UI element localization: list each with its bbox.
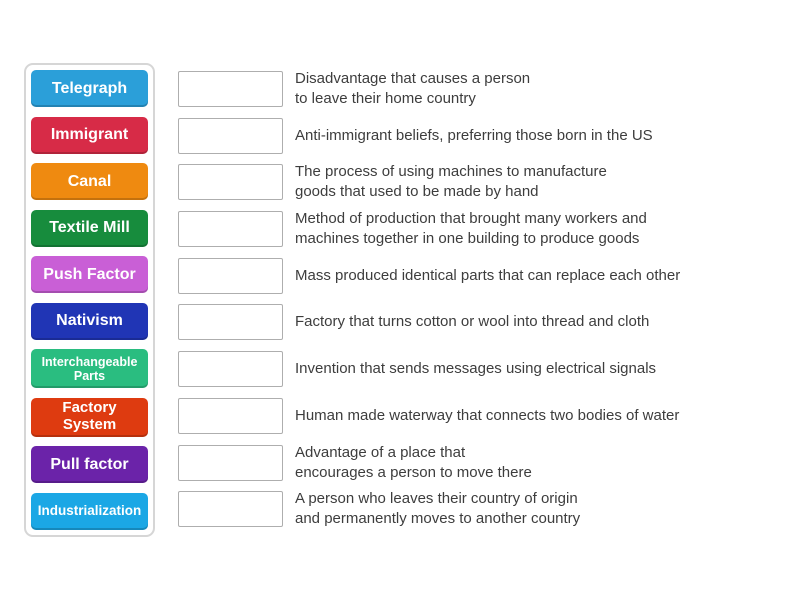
definition-text: Disadvantage that causes a person to lea… xyxy=(295,70,531,107)
definition-text: Anti-immigrant beliefs, preferring those… xyxy=(295,126,653,144)
term-tile-immigrant[interactable]: Immigrant xyxy=(31,116,148,154)
definition-text: Method of production that brought many w… xyxy=(295,210,647,248)
match-row: Mass produced identical parts that can r… xyxy=(178,257,681,294)
term-tile-factory-system[interactable]: Factory System xyxy=(31,397,148,437)
answer-slot-7[interactable] xyxy=(178,351,283,388)
definition-text: Invention that sends messages using elec… xyxy=(295,360,657,378)
match-row: Advantage of a place that encourages a p… xyxy=(178,443,680,481)
match-row: Invention that sends messages using elec… xyxy=(178,351,680,388)
answer-slot-5[interactable] xyxy=(178,257,283,294)
match-row: Human made waterway that connects two bo… xyxy=(178,397,680,434)
match-row: Factory that turns cotton or wool into t… xyxy=(178,304,680,341)
match-row: The process of using machines to manufac… xyxy=(178,163,680,201)
match-row: Disadvantage that causes a person to lea… xyxy=(178,70,680,107)
term-tile-telegraph[interactable]: Telegraph xyxy=(31,70,148,107)
term-tiles-panel: Telegraph Immigrant Canal Textile Mill P… xyxy=(24,63,155,537)
definition-text: Advantage of a place that encourages a p… xyxy=(295,443,532,481)
match-row: A person who leaves their country of ori… xyxy=(178,490,680,528)
answer-slot-8[interactable] xyxy=(178,397,283,434)
match-row: Anti-immigrant beliefs, preferring those… xyxy=(178,117,680,154)
definition-text: Human made waterway that connects two bo… xyxy=(295,406,680,424)
answer-slot-3[interactable] xyxy=(178,164,283,201)
definition-text: A person who leaves their country of ori… xyxy=(295,490,581,528)
term-tile-push-factor[interactable]: Push Factor xyxy=(31,256,148,293)
answer-slot-4[interactable] xyxy=(178,211,283,248)
term-tile-interchangeable-parts[interactable]: Interchangeable Parts xyxy=(31,349,148,388)
term-tile-textile-mill[interactable]: Textile Mill xyxy=(31,209,148,247)
match-row: Method of production that brought many w… xyxy=(178,210,680,248)
answer-slot-2[interactable] xyxy=(178,117,283,154)
answer-slot-9[interactable] xyxy=(178,444,283,481)
term-tile-canal[interactable]: Canal xyxy=(31,163,148,200)
definitions-column: Disadvantage that causes a person to lea… xyxy=(178,70,681,528)
answer-slot-6[interactable] xyxy=(178,304,283,341)
term-tile-pull-factor[interactable]: Pull factor xyxy=(31,446,148,483)
term-tile-nativism[interactable]: Nativism xyxy=(31,302,148,340)
answer-slot-1[interactable] xyxy=(178,71,283,107)
term-tile-industrialization[interactable]: Industrialization xyxy=(31,492,148,530)
definition-text: The process of using machines to manufac… xyxy=(295,163,607,201)
definition-text: Factory that turns cotton or wool into t… xyxy=(295,313,650,331)
definition-text: Mass produced identical parts that can r… xyxy=(295,266,681,284)
answer-slot-10[interactable] xyxy=(178,491,283,528)
